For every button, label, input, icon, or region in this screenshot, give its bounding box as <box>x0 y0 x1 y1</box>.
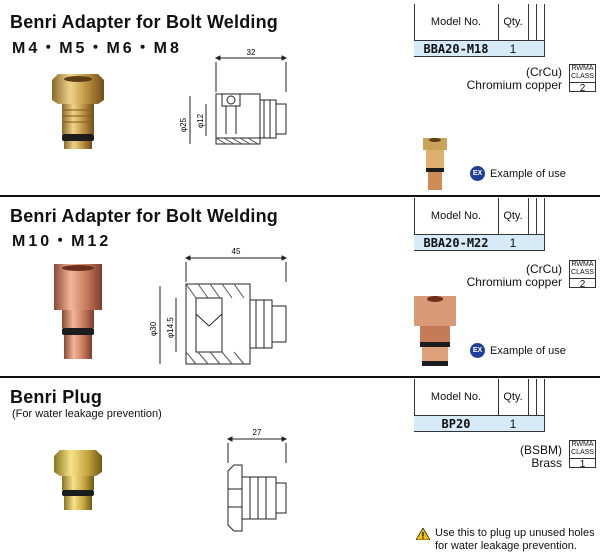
material-info: (BSBM) Brass <box>520 444 562 470</box>
example-label: Example of use <box>490 344 566 357</box>
qty-header: Qty. <box>503 390 523 403</box>
rwma-class-box: RWMA CLASS 2 <box>569 64 596 94</box>
usage-note-text: Use this to plug up unused holes for wat… <box>435 527 595 552</box>
example-of-use: EX Example of use <box>470 166 566 181</box>
example-of-use: EX Example of use <box>470 343 566 358</box>
section-title: Benri Adapter for Bolt Welding <box>10 206 279 226</box>
product-photo <box>54 264 102 359</box>
model-header: Model No. <box>430 15 482 28</box>
rwma-class-label: CLASS <box>571 73 594 80</box>
material-info: (CrCu) Chromium copper <box>467 263 562 289</box>
technical-drawing: 32 φ25 φ12 <box>179 48 288 145</box>
example-icon: EX <box>470 166 485 181</box>
product-photo <box>54 450 102 510</box>
qty-header: Qty. <box>503 15 523 28</box>
model-header: Model No. <box>430 209 482 222</box>
material-name: Chromium copper <box>466 275 562 289</box>
section-title: Benri Adapter for Bolt Welding <box>10 12 279 32</box>
rwma-label: RWMA <box>571 65 594 72</box>
section-divider <box>0 376 600 378</box>
rwma-class-number: 2 <box>570 278 595 290</box>
rwma-class-box: RWMA CLASS 1 <box>569 440 596 470</box>
material-code: (CrCu) <box>526 65 562 79</box>
rwma-class-box: RWMA CLASS 2 <box>569 260 596 290</box>
material-name: Brass <box>531 456 562 470</box>
section-subtitle: M10・M12 <box>12 233 112 250</box>
warning-icon <box>416 528 430 540</box>
rwma-class-label: CLASS <box>571 449 594 456</box>
material-name: Chromium copper <box>466 78 562 92</box>
dimension-length: 45 <box>232 247 241 256</box>
section-subtitle: M4・M5・M6・M8 <box>12 40 182 57</box>
quantity: 1 <box>509 235 517 250</box>
material-code: (CrCu) <box>526 262 562 276</box>
product-section-bba20-m18: Benri Adapter for Bolt Welding M4・M5・M6・… <box>0 0 600 195</box>
model-table: Model No. Qty. BP20 1 <box>414 379 600 432</box>
product-section-bba20-m22: Benri Adapter for Bolt Welding M10・M12 <box>0 196 600 376</box>
rwma-label: RWMA <box>571 441 594 448</box>
model-number: BP20 <box>441 416 471 431</box>
quantity: 1 <box>509 416 517 431</box>
product-section-bp20: Benri Plug (For water leakage prevention… <box>0 377 600 560</box>
rwma-class-number: 1 <box>570 458 595 470</box>
dimension-length: 27 <box>253 428 262 437</box>
dimension-inner-diameter: φ14.5 <box>166 317 175 338</box>
dimension-length: 32 <box>247 48 256 57</box>
section-subtitle: (For water leakage prevention) <box>12 408 162 420</box>
material-info: (CrCu) Chromium copper <box>467 66 562 92</box>
dimension-outer-diameter: φ30 <box>149 321 158 336</box>
rwma-class-label: CLASS <box>571 269 594 276</box>
quantity: 1 <box>509 41 517 56</box>
technical-drawing: 45 φ30 φ14.5 <box>149 247 288 365</box>
model-number: BBA20-M18 <box>423 41 489 56</box>
table-row: BP20 1 <box>414 415 544 432</box>
example-label: Example of use <box>490 167 566 180</box>
qty-header: Qty. <box>503 209 523 222</box>
rwma-class-number: 2 <box>570 82 595 94</box>
model-table: Model No. Qty. BBA20-M18 1 <box>414 4 600 57</box>
model-header: Model No. <box>430 390 482 403</box>
table-row: BBA20-M18 1 <box>414 40 544 57</box>
example-photo <box>414 296 456 366</box>
example-icon: EX <box>470 343 485 358</box>
section-title: Benri Plug <box>10 387 103 407</box>
table-row: BBA20-M22 1 <box>414 234 544 251</box>
dimension-inner-diameter: φ12 <box>196 113 205 128</box>
example-photo <box>423 138 447 190</box>
section-divider <box>0 195 600 197</box>
usage-note: Use this to plug up unused holes for wat… <box>416 527 598 553</box>
product-photo <box>52 74 104 149</box>
model-table: Model No. Qty. BBA20-M22 1 <box>414 198 600 251</box>
model-number: BBA20-M22 <box>423 235 489 250</box>
dimension-outer-diameter: φ25 <box>179 117 188 132</box>
rwma-label: RWMA <box>571 261 594 268</box>
technical-drawing: 27 <box>226 428 288 532</box>
material-code: (BSBM) <box>520 443 562 457</box>
